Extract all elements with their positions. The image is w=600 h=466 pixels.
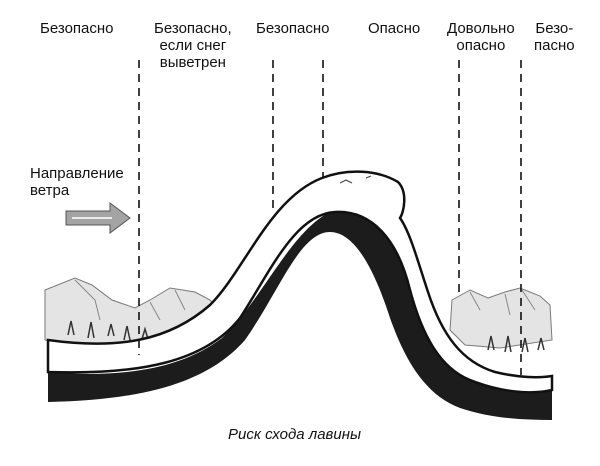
zone-label-safe-3: Безо- пасно: [534, 20, 575, 54]
zone-label-rather-dangerous: Довольно опасно: [447, 20, 515, 54]
wind-direction-label: Направление ветра: [30, 165, 124, 199]
diagram-caption: Риск схода лавины: [228, 426, 362, 443]
mountain-ground: [48, 207, 552, 420]
zone-label-dangerous: Опасно: [368, 20, 420, 37]
zone-label-line: если снег: [159, 37, 227, 54]
background-mountains-right: [449, 287, 553, 353]
wind-label-line: ветра: [30, 182, 70, 199]
zone-label-safe-1: Безопасно: [40, 20, 114, 37]
zone-label-line: выветрен: [159, 54, 226, 71]
zone-label-safe-2: Безопасно: [256, 20, 330, 37]
zone-label-line: пасно: [534, 37, 575, 54]
zone-label-line: Безопасно: [256, 20, 330, 37]
zone-label-line: опасно: [456, 37, 506, 54]
cornice-detail: [339, 175, 372, 184]
zone-label-safe-if-windblown: Безопасно, если снег выветрен: [154, 20, 232, 71]
zone-label-line: Опасно: [368, 20, 421, 37]
zone-dividers: [138, 60, 522, 375]
zone-label-line: Довольно: [447, 20, 515, 37]
snow-layer: [46, 170, 554, 394]
zone-label-line: Безопасно: [40, 20, 114, 37]
wind-label-line: Направление: [30, 165, 124, 182]
zone-label-line: Безопасно,: [154, 20, 232, 37]
zone-label-line: Безо-: [535, 20, 574, 37]
